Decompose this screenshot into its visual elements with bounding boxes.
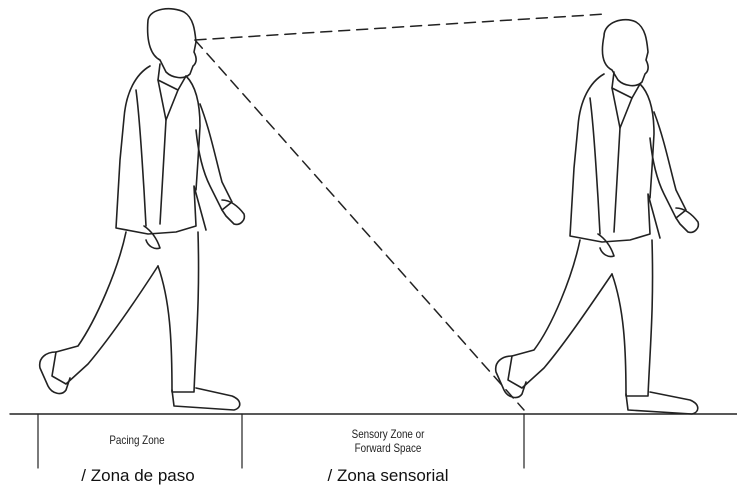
walking-man-right: [496, 20, 699, 414]
sensory-zone-label-line1: Sensory Zone or: [327, 428, 450, 441]
pacing-zone-label-es: / Zona de paso: [58, 466, 218, 486]
sensory-zone-label-es: / Zona sensorial: [303, 466, 473, 486]
sensory-zone-label-line2: Forward Space: [327, 442, 450, 455]
sight-line-upper: [195, 14, 606, 40]
sight-line-lower: [195, 40, 524, 410]
pacing-zone-label: Pacing Zone: [92, 434, 182, 447]
walking-man-left: [40, 9, 245, 410]
